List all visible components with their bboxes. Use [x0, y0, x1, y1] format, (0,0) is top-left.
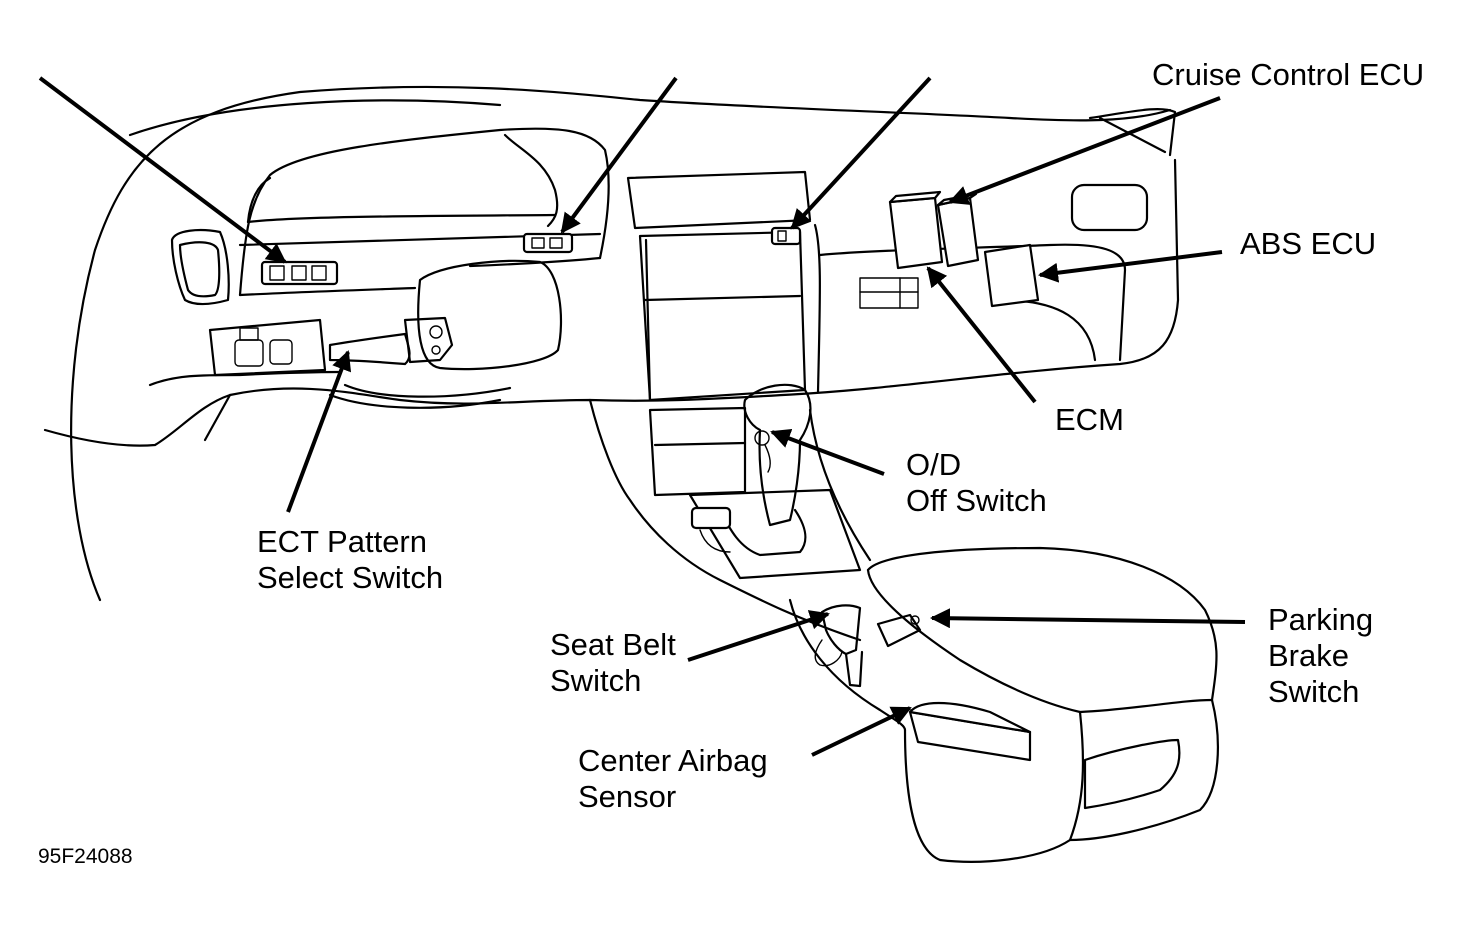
- arrow-abs-ecu: [1038, 250, 1223, 283]
- figure-id: 95F24088: [38, 845, 133, 868]
- ect-pattern-select-switch-label: ECT Pattern Select Switch: [257, 524, 443, 596]
- shift-area-switch: [690, 506, 732, 553]
- switch-assembly-left: [260, 260, 339, 286]
- seat-belt-switch-label: Seat Belt Switch: [550, 627, 676, 699]
- parking-brake-line3: Switch: [1268, 674, 1360, 709]
- center-airbag-sensor-label: Center Airbag Sensor: [578, 743, 768, 815]
- cruise-control-ecu-text: Cruise Control ECU: [1152, 57, 1425, 88]
- ecm-part: [888, 190, 944, 270]
- abs-ecu-part: [983, 243, 1040, 308]
- parking-brake-switch-label: Parking Brake Switch: [1268, 602, 1373, 710]
- center-airbag-sensor-part: [908, 701, 1032, 762]
- abs-ecu-label: ABS ECU: [1240, 226, 1377, 261]
- arrow-seat-belt-switch: [687, 610, 830, 662]
- arrow-unlabeled-cluster: [560, 76, 678, 234]
- ect-pattern-line1: ECT Pattern: [257, 524, 428, 559]
- parking-brake-line2: Brake: [1268, 638, 1349, 673]
- seat-belt-line2: Switch: [550, 663, 642, 698]
- arrow-parking-brake-switch: [930, 608, 1246, 629]
- ect-pattern-line2: Select Switch: [257, 560, 444, 595]
- od-off-switch-line1: O/D: [906, 447, 962, 482]
- switch-assembly-cluster-right: [522, 232, 574, 254]
- center-airbag-line1: Center Airbag: [578, 743, 768, 778]
- od-off-switch-line2: Off Switch: [906, 483, 1047, 518]
- arrow-unlabeled-left: [38, 76, 287, 264]
- arrow-od-off-switch: [770, 428, 885, 476]
- switch-assembly-center: [770, 226, 802, 246]
- cruise-control-ecu-part: [936, 192, 980, 268]
- center-airbag-line2: Sensor: [578, 779, 677, 814]
- arrow-ecm: [926, 266, 1037, 404]
- arrow-ect-pattern-select: [286, 350, 352, 513]
- ecm-label: ECM: [1055, 402, 1124, 437]
- arrow-unlabeled-center: [790, 76, 932, 230]
- od-off-switch-label: O/D Off Switch: [906, 447, 1047, 519]
- arrow-cruise-control-ecu: [948, 96, 1221, 205]
- parking-brake-line1: Parking: [1268, 602, 1374, 637]
- leader-arrows: [38, 76, 1246, 757]
- arrow-center-airbag-sensor: [811, 706, 912, 757]
- seat-belt-line1: Seat Belt: [550, 627, 676, 662]
- cruise-control-ecu-label: Cruise Control ECU: [1152, 52, 1452, 88]
